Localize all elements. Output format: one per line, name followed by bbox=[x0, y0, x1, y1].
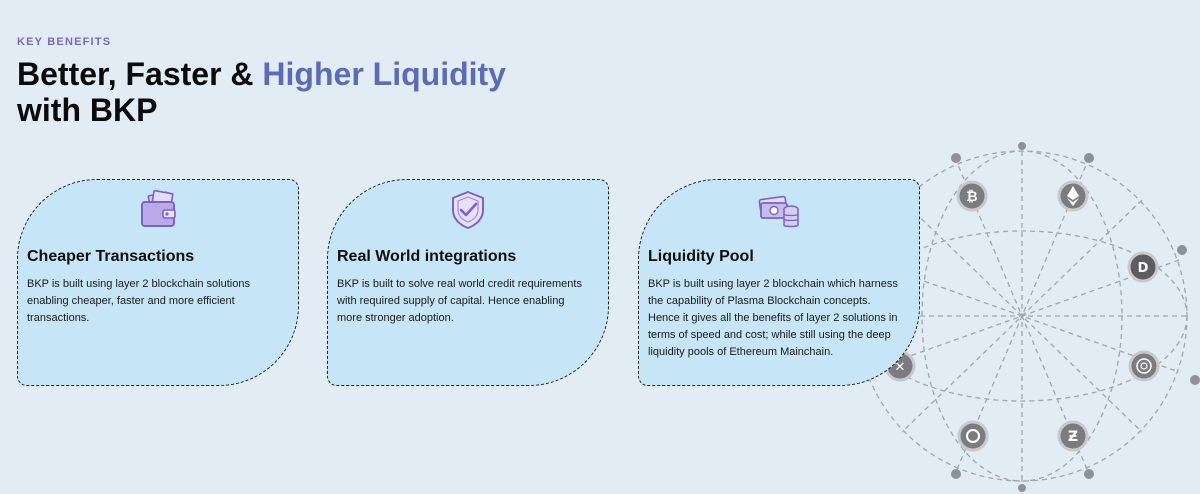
card-title: Liquidity Pool bbox=[648, 248, 754, 265]
card-title: Cheaper Transactions bbox=[27, 248, 195, 265]
card-body: BKP is built to solve real world credit … bbox=[337, 278, 582, 324]
headline-accent: Higher Liquidity bbox=[262, 56, 506, 92]
card-title: Real World integrations bbox=[337, 248, 517, 265]
svg-text:D: D bbox=[1138, 261, 1149, 276]
svg-text:Ƶ: Ƶ bbox=[1068, 429, 1078, 445]
svg-text:✕: ✕ bbox=[895, 360, 906, 375]
card-body: BKP is built using layer 2 blockchain wh… bbox=[648, 278, 898, 358]
wallet-icon bbox=[141, 189, 176, 227]
quant-icon bbox=[1128, 350, 1160, 382]
dash-icon: D bbox=[1127, 251, 1159, 283]
shield-check-icon bbox=[452, 190, 484, 230]
zcash-icon: Ƶ bbox=[1057, 420, 1089, 452]
algorand-icon bbox=[957, 420, 989, 452]
benefit-card-liquidity-pool: Liquidity Pool BKP is built using layer … bbox=[638, 179, 920, 386]
headline-part1: Better, Faster & bbox=[17, 56, 263, 92]
cash-coins-icon bbox=[758, 195, 799, 228]
eyebrow-label: KEY BENEFITS bbox=[17, 36, 112, 48]
benefit-card-cheaper-transactions: Cheaper Transactions BKP is built using … bbox=[17, 179, 299, 386]
headline-part2: with BKP bbox=[17, 92, 158, 128]
section-headline: Better, Faster & Higher Liquidity with B… bbox=[17, 56, 506, 128]
card-body: BKP is built using layer 2 blockchain so… bbox=[27, 278, 250, 324]
svg-text:₿: ₿ bbox=[966, 189, 977, 205]
benefit-card-real-world-integrations: Real World integrations BKP is built to … bbox=[327, 179, 609, 386]
ethereum-icon bbox=[1057, 180, 1089, 212]
bitcoin-icon: ₿ bbox=[956, 180, 988, 212]
